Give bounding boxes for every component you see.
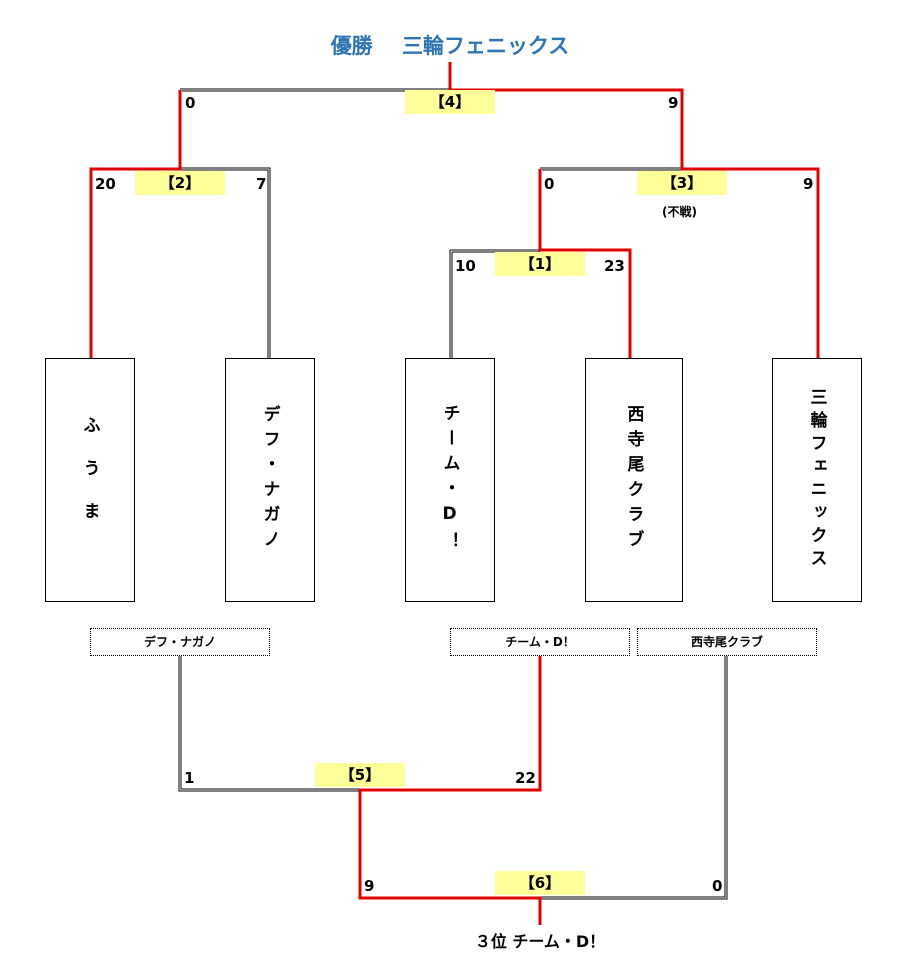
team-box-team-d: チーム・D！: [405, 358, 495, 602]
match-4-right-score: 9: [668, 94, 679, 112]
team-box-fuuma: ふうま: [45, 358, 135, 602]
match-3-label: 【3】: [637, 171, 727, 195]
m4-winner-left: [89, 90, 182, 358]
match-5-label: 【5】: [315, 763, 405, 787]
team-box-def-nagano: デフ・ナガノ: [225, 358, 315, 602]
team-box-miwa-phoenix: 三輪フェニックス: [772, 358, 862, 602]
loser-lines: [178, 88, 728, 900]
team-name: 西寺尾クラブ: [623, 405, 644, 555]
third-place-result: ３位 チーム・D！: [474, 932, 606, 951]
match-3-left-score: 0: [544, 175, 555, 193]
match-5-right-score: 22: [515, 769, 536, 787]
match-4-label: 【4】: [405, 90, 495, 114]
champion-title: 優勝 三輪フェニックス: [300, 30, 600, 60]
match-2-left-score: 20: [95, 175, 116, 193]
m3-line-left: [540, 167, 682, 171]
match-1-left-score: 10: [455, 257, 476, 275]
match-6-label: 【6】: [495, 871, 585, 895]
team-name: チーム・D！: [439, 403, 460, 557]
champion-label: 優勝: [330, 34, 373, 58]
match-6-left-score: 9: [364, 877, 375, 895]
match-3-right-score: 9: [803, 175, 814, 193]
winner-lines: [89, 62, 820, 925]
m1-line-left: [449, 249, 540, 358]
m5-line-left: [178, 656, 360, 792]
match-3-forfeit-note: (不戦): [662, 205, 697, 219]
consolation-slot-1: デフ・ナガノ: [90, 628, 270, 656]
team-box-nishiterao: 西寺尾クラブ: [585, 358, 683, 602]
team-name: 三輪フェニックス: [806, 388, 827, 572]
match-6-right-score: 0: [712, 877, 723, 895]
consolation-slot-3: 西寺尾クラブ: [637, 628, 817, 656]
champion-team: 三輪フェニックス: [401, 34, 570, 58]
match-2-label: 【2】: [135, 171, 225, 195]
consolation-slot-2: チーム・D！: [450, 628, 630, 656]
m6-line-right: [540, 656, 728, 900]
match-5-left-score: 1: [184, 769, 195, 787]
m2-line-right: [180, 167, 271, 358]
match-1-right-score: 23: [604, 257, 625, 275]
m5-winner-line: [358, 656, 542, 925]
m3-winner-left: [538, 169, 632, 358]
match-4-left-score: 0: [185, 94, 196, 112]
team-name: ふうま: [79, 415, 100, 545]
champion-line: [448, 62, 820, 358]
team-name: デフ・ナガノ: [259, 405, 280, 555]
match-1-label: 【1】: [495, 252, 585, 276]
match-2-right-score: 7: [256, 175, 267, 193]
